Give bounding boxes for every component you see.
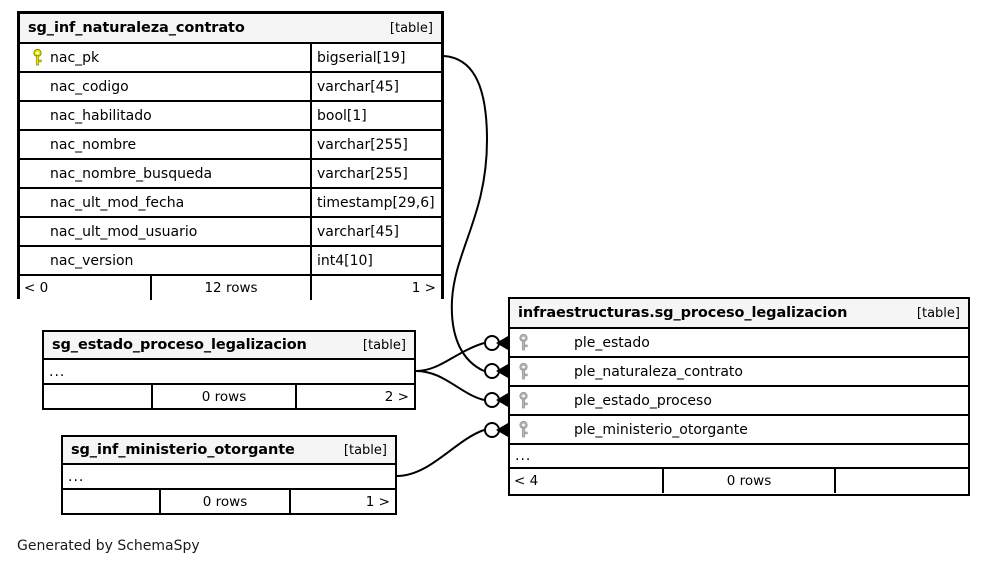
- table-footer: 0 rows 1 >: [63, 490, 395, 513]
- footer-row-count: 0 rows: [159, 490, 289, 513]
- table-header: sg_inf_naturaleza_contrato [table]: [20, 14, 441, 44]
- column-name-cell: ple_estado_proceso: [510, 387, 968, 414]
- table-type-tag: [table]: [362, 337, 406, 353]
- footer-child-count[interactable]: 2 >: [295, 385, 414, 408]
- collapsed-columns-indicator: ...: [63, 465, 395, 490]
- schemaspy-credit: Generated by SchemaSpy: [17, 538, 200, 554]
- foreign-key-icon: [510, 421, 536, 438]
- column-type: varchar[255]: [310, 160, 441, 187]
- column-name: nac_codigo: [50, 78, 129, 95]
- footer-parent-count[interactable]: < 0: [24, 280, 49, 296]
- column-name-cell: ple_ministerio_otorgante: [510, 416, 968, 443]
- column-name-cell: ple_naturaleza_contrato: [510, 358, 968, 385]
- table-type-tag: [table]: [389, 20, 433, 36]
- column-name-cell: nac_ult_mod_usuario: [20, 218, 310, 245]
- edge-estado-proceso-to-ple-estado: [415, 342, 485, 372]
- table-footer: 0 rows 2 >: [44, 385, 414, 408]
- primary-key-icon: [24, 49, 50, 66]
- column-name: ple_estado_proceso: [574, 392, 712, 409]
- column-name: ple_ministerio_otorgante: [574, 421, 748, 438]
- column-type: bool[1]: [310, 102, 441, 129]
- column-type: varchar[45]: [310, 73, 441, 100]
- column-name: nac_habilitado: [50, 107, 152, 124]
- column-name: nac_nombre_busqueda: [50, 165, 213, 182]
- footer-row-count: 12 rows: [150, 276, 310, 300]
- column-name-cell: nac_codigo: [20, 73, 310, 100]
- edge-nac-pk-to-ple-naturaleza-contrato: [443, 55, 489, 372]
- table-row[interactable]: nac_nombre varchar[255]: [20, 131, 441, 160]
- column-name-cell: nac_pk: [20, 44, 310, 71]
- table-header: sg_inf_ministerio_otorgante [table]: [63, 437, 395, 465]
- table-header: infraestructuras.sg_proceso_legalizacion…: [510, 299, 968, 329]
- table-row[interactable]: ple_estado_proceso: [510, 387, 968, 416]
- table-footer: < 4 0 rows: [510, 469, 968, 493]
- collapsed-columns-indicator: ...: [510, 445, 968, 469]
- column-name-cell: nac_nombre: [20, 131, 310, 158]
- column-type: varchar[45]: [310, 218, 441, 245]
- column-name: nac_nombre: [50, 136, 137, 153]
- edge-estado-proceso-to-ple-estado-proceso: [415, 370, 485, 401]
- column-name: nac_ult_mod_usuario: [50, 223, 198, 240]
- footer-parent-count[interactable]: [63, 490, 159, 513]
- column-type: bigserial[19]: [310, 44, 441, 71]
- column-name: ple_naturaleza_contrato: [574, 363, 743, 380]
- collapsed-columns-indicator: ...: [44, 360, 414, 385]
- table-row[interactable]: ple_estado: [510, 329, 968, 358]
- column-name: nac_version: [50, 252, 134, 269]
- table-title: infraestructuras.sg_proceso_legalizacion: [518, 305, 848, 321]
- foreign-key-icon: [510, 363, 536, 380]
- table-row[interactable]: nac_habilitado bool[1]: [20, 102, 441, 131]
- table-title: sg_inf_naturaleza_contrato: [28, 20, 245, 36]
- column-type: timestamp[29,6]: [310, 189, 441, 216]
- table-row[interactable]: nac_ult_mod_fecha timestamp[29,6]: [20, 189, 441, 218]
- table-header: sg_estado_proceso_legalizacion [table]: [44, 332, 414, 360]
- foreign-key-icon: [510, 392, 536, 409]
- footer-parent-count[interactable]: [44, 385, 151, 408]
- footer-row-count: 0 rows: [662, 469, 834, 493]
- table-row[interactable]: ple_naturaleza_contrato: [510, 358, 968, 387]
- footer-child-count[interactable]: [834, 469, 968, 493]
- footer-row-count: 0 rows: [151, 385, 295, 408]
- column-type: int4[10]: [310, 247, 441, 274]
- table-node-sg-inf-naturaleza-contrato[interactable]: sg_inf_naturaleza_contrato [table] nac_p…: [17, 11, 444, 300]
- column-name-cell: nac_nombre_busqueda: [20, 160, 310, 187]
- table-type-tag: [table]: [343, 442, 387, 458]
- column-name-cell: nac_habilitado: [20, 102, 310, 129]
- footer-child-count[interactable]: 1 >: [310, 276, 441, 300]
- edge-ministerio-otorgante-to-ple-ministerio-otorgante: [396, 429, 485, 477]
- table-row[interactable]: nac_version int4[10]: [20, 247, 441, 276]
- column-name: nac_ult_mod_fecha: [50, 194, 185, 211]
- edge-terminators: [484, 335, 508, 438]
- table-row[interactable]: nac_ult_mod_usuario varchar[45]: [20, 218, 441, 247]
- table-node-infraestructuras-sg-proceso-legalizacion[interactable]: infraestructuras.sg_proceso_legalizacion…: [508, 297, 970, 496]
- foreign-key-icon: [510, 334, 536, 351]
- table-title: sg_inf_ministerio_otorgante: [71, 442, 295, 458]
- table-row[interactable]: nac_pk bigserial[19]: [20, 44, 441, 73]
- table-title: sg_estado_proceso_legalizacion: [52, 337, 307, 353]
- table-row[interactable]: nac_nombre_busqueda varchar[255]: [20, 160, 441, 189]
- column-name-cell: nac_version: [20, 247, 310, 274]
- footer-child-count[interactable]: 1 >: [289, 490, 395, 513]
- footer-parent-count[interactable]: < 4: [514, 473, 539, 489]
- column-name-cell: ple_estado: [510, 329, 968, 356]
- table-row[interactable]: ple_ministerio_otorgante: [510, 416, 968, 445]
- table-node-sg-inf-ministerio-otorgante[interactable]: sg_inf_ministerio_otorgante [table] ... …: [61, 435, 397, 515]
- table-node-sg-estado-proceso-legalizacion[interactable]: sg_estado_proceso_legalizacion [table] .…: [42, 330, 416, 410]
- column-name: nac_pk: [50, 49, 100, 66]
- table-type-tag: [table]: [916, 305, 960, 321]
- table-row[interactable]: nac_codigo varchar[45]: [20, 73, 441, 102]
- column-type: varchar[255]: [310, 131, 441, 158]
- column-name: ple_estado: [574, 334, 650, 351]
- column-name-cell: nac_ult_mod_fecha: [20, 189, 310, 216]
- table-footer: < 0 12 rows 1 >: [20, 276, 441, 300]
